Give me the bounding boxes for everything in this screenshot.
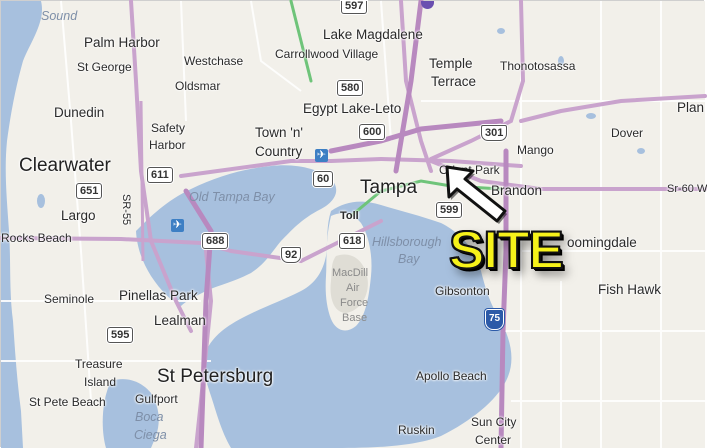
map-label: Egypt Lake-Leto — [303, 101, 402, 116]
map-label: Harbor — [149, 138, 186, 152]
map-label: St George — [77, 60, 132, 74]
map-label: St Pete Beach — [29, 395, 106, 409]
map-label: Air — [346, 282, 360, 294]
boca-ciega-bay — [102, 379, 159, 448]
map-label: Sr-60 W — [667, 183, 707, 195]
map-label: St Petersburg — [157, 366, 274, 387]
map-label: Lealman — [154, 313, 206, 328]
interstate-shield: 75 — [485, 309, 505, 330]
map-label: Fish Hawk — [598, 282, 662, 297]
map-label: Country — [255, 144, 303, 159]
map-label: Rocks Beach — [1, 231, 72, 245]
airport-icon: ✈ — [315, 148, 328, 162]
map-label: Carrollwood Village — [275, 47, 379, 61]
route-shield: 595 — [107, 327, 134, 343]
tampa-bay — [203, 201, 512, 448]
old-tampa-bay — [136, 165, 337, 306]
map-label: Sun City — [471, 415, 517, 429]
map-label: Bay — [398, 252, 420, 266]
site-arrow-icon — [445, 165, 507, 224]
map-label: Clearwater — [19, 155, 111, 176]
map-label: Temple — [429, 56, 473, 71]
map-label: Ruskin — [398, 423, 435, 437]
airport-icon — [421, 1, 434, 9]
map-label: Terrace — [431, 74, 477, 89]
map-label: Force — [340, 297, 369, 309]
map-label: Treasure — [75, 357, 123, 371]
map-label: Base — [342, 312, 368, 324]
map-label: Oldsmar — [175, 79, 221, 93]
map-label: Sound — [41, 9, 78, 23]
map-label: Town 'n' — [255, 125, 303, 140]
route-shield: 611 — [147, 167, 173, 183]
map-label: oomingdale — [567, 235, 637, 250]
map-label: Dunedin — [54, 105, 105, 120]
map-label: Gulfport — [135, 392, 178, 406]
map-label: Gibsonton — [435, 284, 490, 298]
gulf-water — [1, 1, 42, 448]
airport-icon: ✈ — [171, 218, 184, 232]
map-label: Boca — [135, 410, 164, 424]
map-label: Westchase — [184, 54, 244, 68]
map-label: Hillsborough — [372, 235, 442, 249]
map-label: Center — [475, 433, 512, 447]
map-label: Safety — [151, 121, 186, 135]
route-shield: 580 — [337, 80, 364, 96]
map-label: Apollo Beach — [416, 369, 487, 383]
route-shield: 599 — [436, 202, 463, 218]
route-shield: 60 — [313, 171, 334, 187]
route-shield: 597 — [341, 1, 368, 14]
map-label: Toll — [340, 210, 359, 222]
map-label: Brandon — [491, 183, 543, 198]
map-label: Mango — [517, 143, 554, 157]
map-label: MacDill — [332, 267, 369, 279]
map-label: Lake Magdalene — [323, 27, 423, 42]
map-label: Pinellas Park — [119, 288, 198, 303]
route-shield: 651 — [76, 183, 103, 199]
map-label: Ciega — [134, 428, 167, 442]
map-label: Island — [84, 375, 117, 389]
map-label: Thonotosassa — [500, 59, 576, 73]
map-label: Seminole — [44, 292, 95, 306]
route-shield: 688 — [202, 233, 229, 249]
map-label: Palm Harbor — [84, 35, 160, 50]
map-label: Plan — [677, 100, 705, 115]
map-label: Largo — [61, 208, 96, 223]
route-shield: 618 — [339, 233, 366, 249]
map-label: Tampa — [360, 177, 418, 198]
map-label: Dover — [611, 126, 644, 140]
route-shield: 92 — [281, 247, 302, 263]
route-shield: 600 — [359, 124, 386, 140]
route-shield: 301 — [481, 125, 508, 141]
map-label: SR-55 — [120, 194, 132, 226]
site-label: SITE — [448, 221, 565, 280]
map-label: Old Tampa Bay — [189, 190, 275, 204]
